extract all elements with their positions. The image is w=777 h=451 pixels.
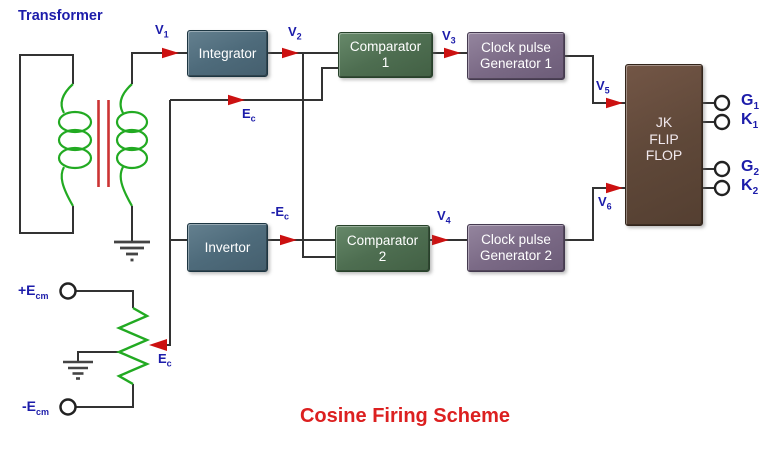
terminal-g2 xyxy=(713,160,731,178)
label-g2: G2 xyxy=(741,158,760,179)
label-neg-ecm: -Ecm xyxy=(22,398,50,417)
ground-icon-potentiometer xyxy=(63,360,93,380)
label-k1: K1 xyxy=(741,111,759,132)
label-neg-ec: -Ec xyxy=(271,204,290,222)
terminal-pos-ecm xyxy=(59,282,77,300)
arrow-v3-icon xyxy=(444,47,461,59)
jk-line1: JK xyxy=(655,114,673,131)
terminal-g1 xyxy=(713,94,731,112)
terminal-neg-ecm xyxy=(59,398,77,416)
jk-flip-flop-block: JK FLIP FLOP xyxy=(625,64,703,226)
wire-pos-ecm xyxy=(76,290,134,308)
arrow-v1-icon xyxy=(162,47,179,59)
label-g1: G1 xyxy=(741,92,760,113)
ground-icon-transformer xyxy=(114,240,150,262)
integrator-label: Integrator xyxy=(198,45,257,61)
label-k2: K2 xyxy=(741,177,759,198)
potentiometer-wiper-arrow-icon xyxy=(149,339,167,351)
diagram-title: Cosine Firing Scheme xyxy=(299,405,511,427)
label-v6: V6 xyxy=(598,194,612,212)
integrator-block: Integrator xyxy=(187,30,268,77)
arrow-ec-icon xyxy=(228,94,245,106)
label-pos-ecm: +Ecm xyxy=(18,282,49,301)
clock-pulse-generator1-block: Clock pulse Generator 1 xyxy=(467,32,565,80)
arrow-neg-ec-icon xyxy=(280,234,297,246)
wire-neg-ecm xyxy=(76,384,134,408)
clock-gen2-line1: Clock pulse xyxy=(481,232,551,248)
comparator2-line1: Comparator xyxy=(346,232,419,248)
label-v4: V4 xyxy=(437,208,451,226)
wire-v1 xyxy=(131,52,187,84)
arrow-v5-icon xyxy=(606,97,623,109)
transformer-primary-coil-icon xyxy=(57,83,93,207)
terminal-k2 xyxy=(713,179,731,197)
jk-line3: FLOP xyxy=(645,147,683,164)
comparator2-block: Comparator 2 xyxy=(335,225,430,272)
label-ec-top: Ec xyxy=(242,106,256,124)
comparator1-line1: Comparator xyxy=(349,39,422,55)
clock-gen2-line2: Generator 2 xyxy=(479,248,553,263)
transformer-secondary-coil-icon xyxy=(115,83,149,207)
label-v2: V2 xyxy=(288,24,302,42)
potentiometer-resistor-icon xyxy=(115,306,151,386)
comparator2-line2: 2 xyxy=(378,248,387,264)
invertor-block: Invertor xyxy=(187,223,268,272)
transformer-primary-wire xyxy=(19,54,74,234)
clock-gen1-line2: Generator 1 xyxy=(479,56,553,71)
transformer-core-icon xyxy=(97,100,110,187)
comparator1-block: Comparator 1 xyxy=(338,32,433,78)
clock-pulse-generator2-block: Clock pulse Generator 2 xyxy=(467,224,565,272)
wire-pot-ground xyxy=(77,351,119,361)
clock-gen1-line1: Clock pulse xyxy=(481,40,551,56)
wire-v6 xyxy=(565,187,625,241)
transformer-label: Transformer xyxy=(18,8,103,24)
label-v1: V1 xyxy=(155,22,169,40)
arrow-v2-icon xyxy=(282,47,299,59)
wire-v2-branch-to-comparator2 xyxy=(302,53,335,258)
wire-ec-to-comparator1 xyxy=(170,67,338,101)
arrow-v6-icon xyxy=(606,182,623,194)
jk-line2: FLIP xyxy=(649,130,679,147)
label-v5: V5 xyxy=(596,78,610,96)
wire-v5 xyxy=(565,55,625,104)
comparator1-line2: 1 xyxy=(381,55,390,70)
arrow-v4-icon xyxy=(432,234,449,246)
terminal-k1 xyxy=(713,113,731,131)
invertor-label: Invertor xyxy=(204,239,251,255)
label-ec-pot: Ec xyxy=(158,351,172,369)
wire-ec-vertical xyxy=(160,100,171,346)
label-v3: V3 xyxy=(442,28,456,46)
flow-arrowheads xyxy=(162,47,623,246)
